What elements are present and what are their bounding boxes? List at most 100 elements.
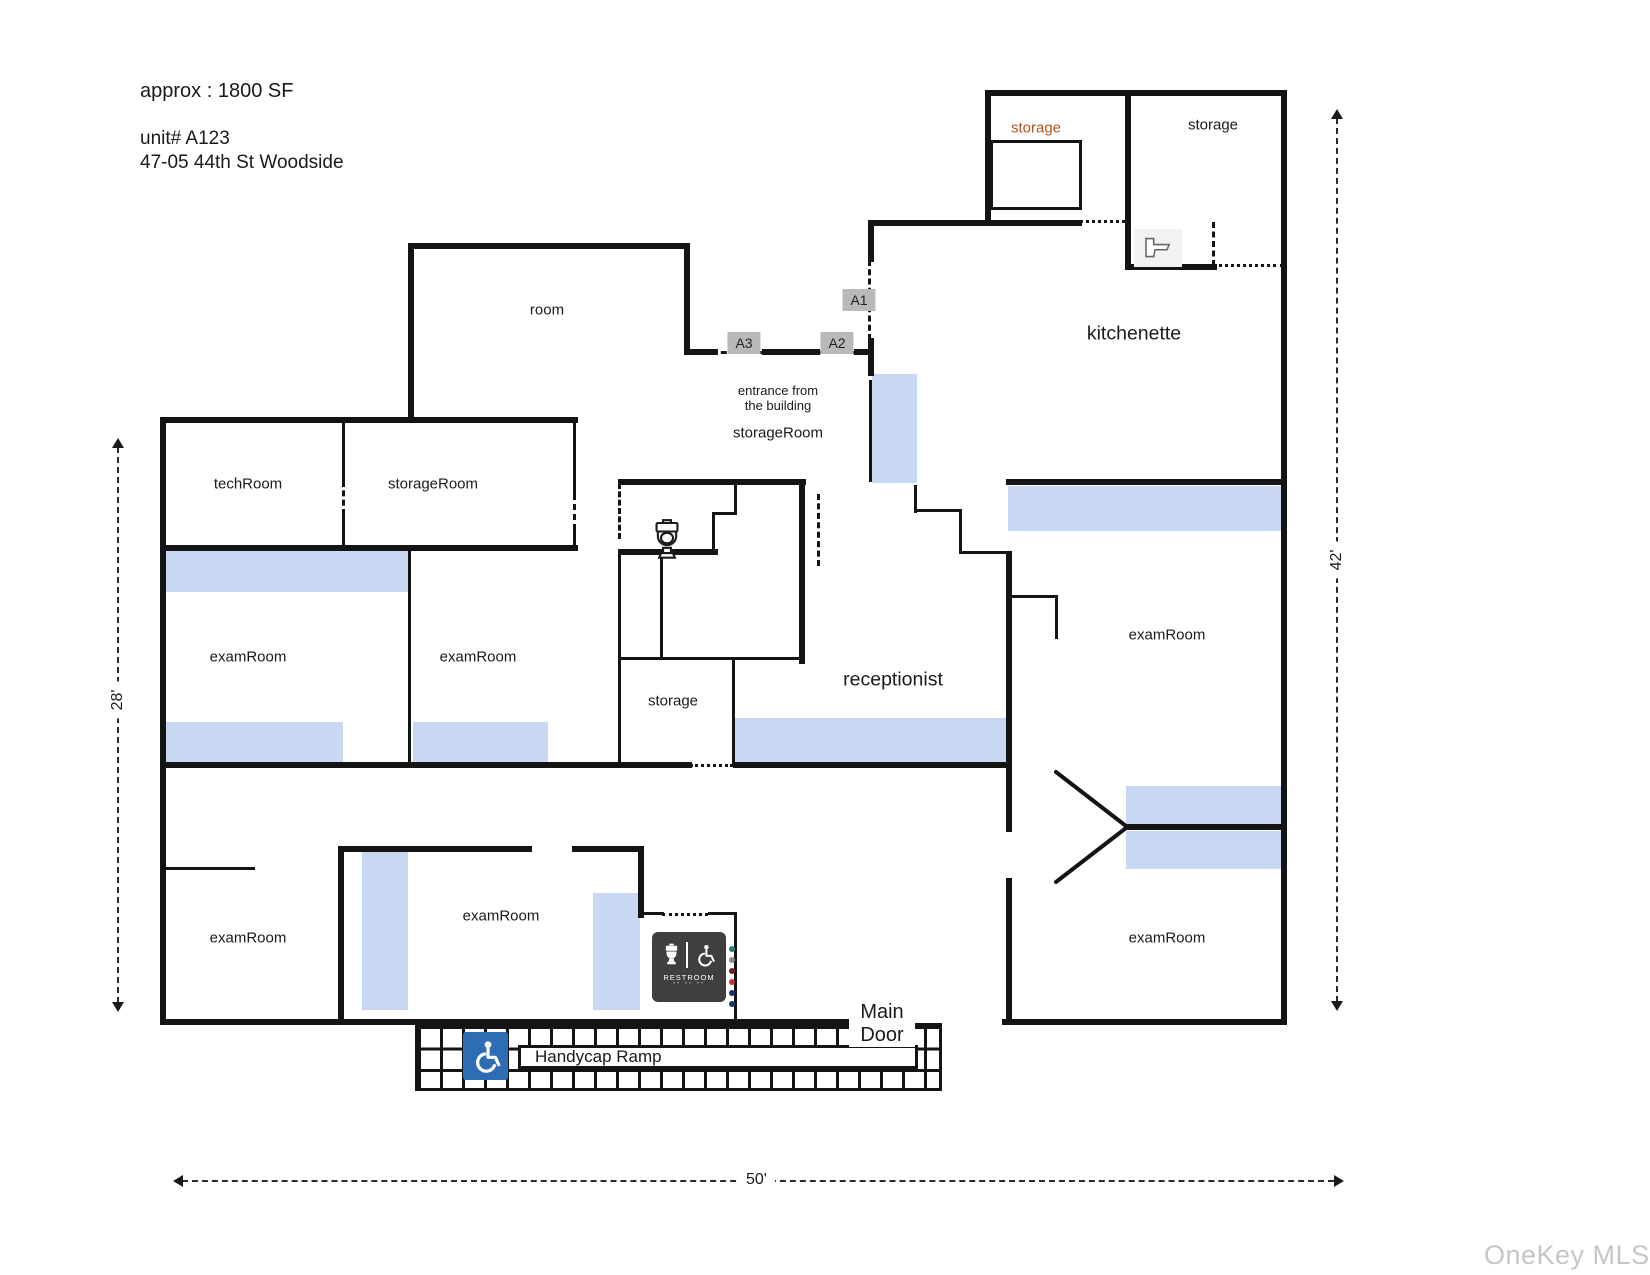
- door-dashed-wall: [342, 481, 345, 515]
- braille-dots: •• •• ••: [673, 981, 705, 987]
- handicap-ramp-label: Handycap Ramp: [518, 1045, 918, 1069]
- wall: [1006, 878, 1012, 1025]
- wall: [1002, 1019, 1287, 1025]
- wall: [408, 551, 411, 764]
- highlight-band: [1008, 486, 1284, 531]
- wall: [712, 512, 715, 551]
- wall: [734, 912, 737, 1022]
- wall: [1080, 220, 1125, 223]
- wall: [985, 90, 991, 226]
- door-marker-a1: A1: [842, 289, 876, 311]
- address-text: 47-05 44th St Woodside: [140, 152, 344, 173]
- arrow-right-icon: [1334, 1175, 1344, 1187]
- unit-number-text: unit# A123: [140, 128, 230, 149]
- mop-sink-icon: [1134, 229, 1182, 267]
- wall: [638, 912, 664, 915]
- room-label-examroom-2: examRoom: [439, 648, 517, 666]
- wall: [869, 380, 872, 482]
- wall: [408, 243, 414, 423]
- wall: [618, 479, 806, 485]
- room-label-examroom-1: examRoom: [209, 648, 287, 666]
- plaque-color-dots: [729, 946, 735, 1012]
- room-label-techroom: techRoom: [213, 475, 283, 493]
- wheelchair-icon: [475, 1041, 500, 1073]
- wall: [914, 485, 917, 513]
- wall: [914, 509, 962, 512]
- wall: [868, 338, 874, 376]
- entrance-note-line2: the building: [744, 398, 812, 413]
- plan-header: approx : 1800 SF unit# A123 47-05 44th S…: [140, 80, 344, 175]
- wall: [160, 545, 578, 551]
- highlight-band: [1126, 786, 1284, 824]
- arrow-up-icon: [112, 438, 124, 448]
- wall: [1125, 264, 1217, 270]
- door-dashed-wall: [618, 483, 621, 539]
- wall: [406, 417, 578, 423]
- wall: [1055, 595, 1058, 639]
- room-label-kitchenette: kitchenette: [1086, 322, 1182, 345]
- door-dashed-wall: [573, 494, 576, 530]
- wall: [408, 243, 690, 249]
- wall: [338, 846, 532, 852]
- wall: [662, 913, 708, 916]
- wall: [854, 349, 874, 355]
- wall: [160, 417, 414, 423]
- approx-area-text: approx : 1800 SF: [140, 80, 294, 102]
- storage-closet-outline: [990, 140, 1082, 210]
- room-label-room: room: [529, 301, 565, 319]
- restroom-sign: RESTROOM •• •• ••: [652, 932, 726, 1002]
- room-label-examroom-5: examRoom: [462, 907, 540, 925]
- highlight-band: [413, 722, 548, 763]
- room-label-receptionist: receptionist: [843, 668, 943, 691]
- wall: [638, 846, 644, 918]
- wall: [342, 423, 345, 483]
- wall: [868, 224, 874, 262]
- room-label-corridor-storageroom: storageRoom: [732, 424, 824, 442]
- wall: [684, 349, 718, 355]
- entrance-note: entrance from the building: [738, 383, 818, 413]
- wall: [573, 423, 576, 496]
- wall: [684, 243, 690, 355]
- door-dashed-wall: [817, 494, 820, 566]
- wall: [342, 513, 345, 547]
- highlight-band: [162, 722, 343, 763]
- wall: [690, 764, 733, 767]
- dimension-label-right: 42': [1327, 541, 1347, 579]
- arrow-left-icon: [173, 1175, 183, 1187]
- highlight-band: [362, 852, 408, 1010]
- wall: [762, 349, 820, 355]
- room-label-storage-top-right: storage: [1187, 116, 1239, 134]
- wall: [660, 553, 663, 660]
- highlight-band: [593, 893, 640, 1010]
- wall: [733, 762, 1011, 768]
- wall: [799, 479, 805, 664]
- dimension-label-bottom: 50': [738, 1170, 775, 1190]
- wall: [160, 1019, 912, 1025]
- door-marker-a2: A2: [820, 332, 854, 354]
- wall: [732, 660, 735, 764]
- arrow-down-icon: [1331, 1001, 1343, 1011]
- room-label-examroom-6: examRoom: [1128, 929, 1206, 947]
- highlight-band: [733, 718, 1008, 763]
- wall: [1281, 90, 1287, 1025]
- dimension-label-left: 28': [108, 681, 128, 719]
- wheelchair-icon: [697, 945, 715, 967]
- wall: [1212, 264, 1284, 267]
- wall: [959, 551, 1008, 554]
- room-label-storageroom: storageRoom: [387, 475, 479, 493]
- wall: [1006, 479, 1287, 485]
- door-marker-a3: A3: [727, 332, 761, 354]
- handicap-sign: [463, 1032, 508, 1080]
- dimension-line-left: [117, 447, 119, 1003]
- door-swing-chevron: [1054, 770, 1128, 884]
- door-dashed-wall: [1212, 222, 1215, 266]
- main-door-line1: Main: [860, 1001, 904, 1023]
- room-label-storage-center: storage: [647, 692, 699, 710]
- wall: [572, 846, 644, 852]
- restroom-sign-icons: [652, 941, 726, 969]
- arrow-down-icon: [112, 1002, 124, 1012]
- wall: [708, 912, 736, 915]
- main-door-label: Main Door: [849, 1001, 915, 1047]
- wall: [1006, 551, 1012, 832]
